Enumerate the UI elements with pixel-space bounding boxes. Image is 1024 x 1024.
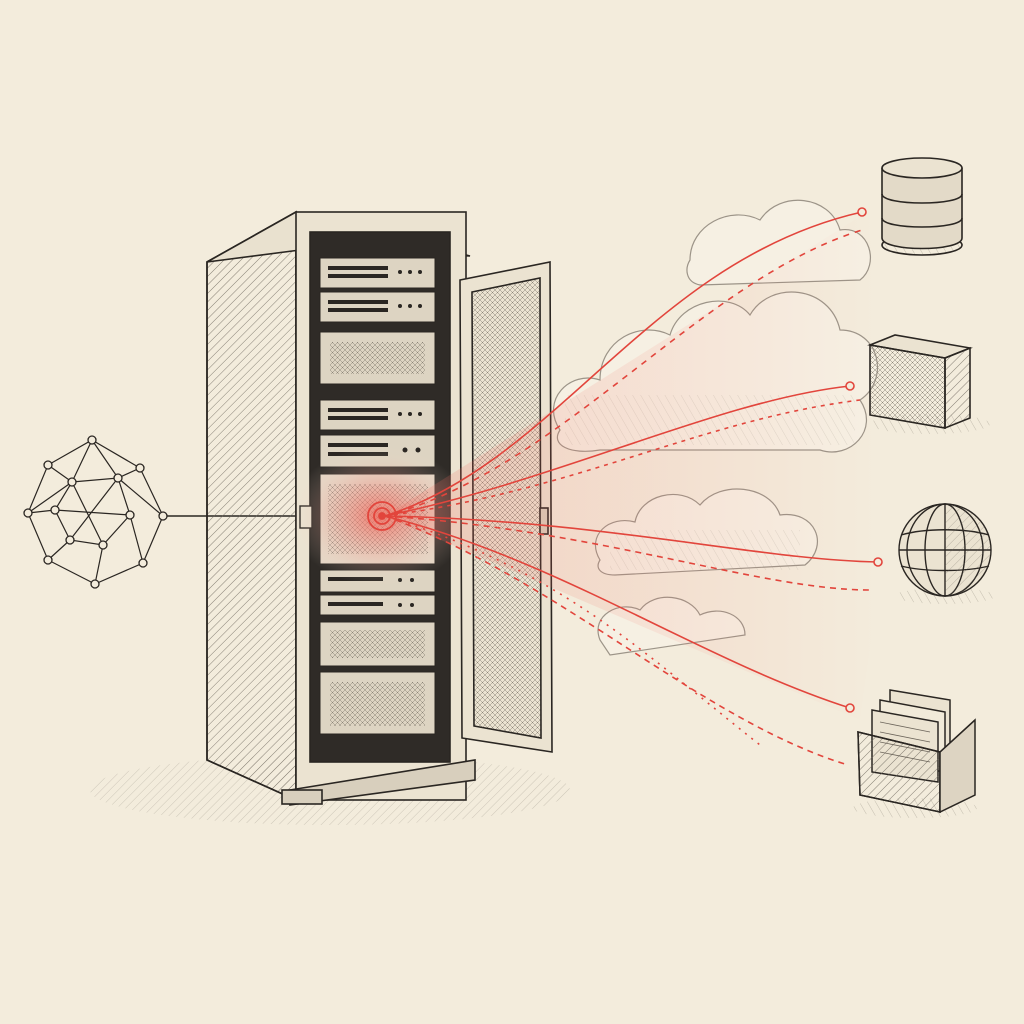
routing-endpoints: [845, 207, 883, 713]
network-graph-icon: [27, 439, 305, 585]
network-nodes: [23, 435, 168, 589]
fan-glow: [385, 210, 880, 720]
hub-origin: [367, 501, 397, 531]
routing-lines: [384, 211, 879, 766]
cube-icon: [867, 334, 990, 434]
folder-icon: [853, 689, 977, 818]
database-icon: [881, 157, 963, 256]
globe-icon: [895, 503, 995, 604]
